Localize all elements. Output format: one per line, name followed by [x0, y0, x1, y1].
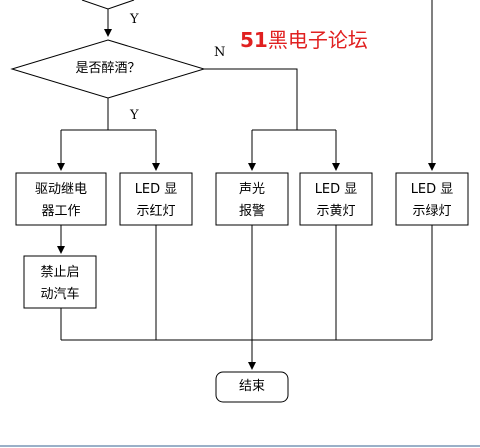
box-red-led — [119, 172, 193, 226]
previous-decision-diamond — [81, 0, 135, 10]
watermark-label: 黑电子论坛 — [267, 28, 368, 52]
box-green-led-line2: 示绿灯 — [412, 204, 452, 219]
no-label: N — [214, 45, 226, 60]
top-yes-label: Y — [130, 12, 139, 27]
box-alarm-line1: 声光 — [238, 182, 265, 197]
box-ban-start-label: 禁止启 动汽车 — [24, 264, 96, 303]
box-yellow-led-line2: 示黄灯 — [316, 204, 356, 219]
box-ban-start-line2: 动汽车 — [40, 287, 80, 302]
box-red-led-line1: LED 显 — [134, 182, 178, 197]
box-alarm-line2: 报警 — [238, 204, 265, 219]
box-red-led-label: LED 显 示红灯 — [120, 181, 192, 220]
end-label: 结束 — [238, 379, 265, 394]
watermark-number: 51 — [240, 28, 268, 52]
box-ban-start-line1: 禁止启 — [40, 265, 80, 280]
box-sound-light-alarm — [215, 172, 289, 226]
end-terminal — [215, 371, 289, 403]
yes-label: Y — [130, 108, 139, 123]
box-yellow-led-label: LED 显 示黄灯 — [300, 181, 372, 220]
box-yellow-led — [299, 172, 373, 226]
decision-question: 是否醉酒？ — [75, 61, 141, 76]
box-alarm-label: 声光 报警 — [216, 181, 288, 220]
watermark-text: 51黑电子论坛 — [240, 24, 368, 53]
box-green-led — [395, 172, 469, 226]
box-relay-work-label: 驱动继电 器工作 — [16, 181, 106, 220]
box-green-led-label: LED 显 示绿灯 — [396, 181, 468, 220]
box-yellow-led-line1: LED 显 — [314, 182, 358, 197]
connector-no-branch — [204, 68, 298, 130]
box-relay-work-line1: 驱动继电 — [34, 182, 87, 197]
box-green-led-line1: LED 显 — [410, 182, 454, 197]
box-relay-work — [15, 172, 107, 226]
box-red-led-line2: 示红灯 — [136, 204, 176, 219]
box-relay-work-line2: 器工作 — [41, 204, 81, 219]
box-ban-start — [23, 255, 97, 309]
